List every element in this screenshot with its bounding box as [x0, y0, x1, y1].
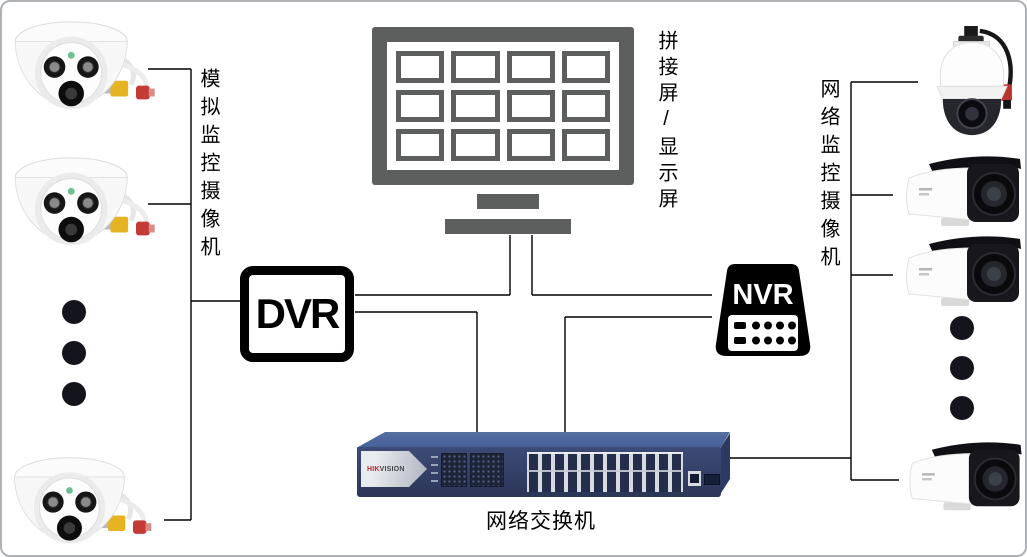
screen-tile [561, 129, 610, 161]
screen-tile [561, 90, 610, 122]
network-switch-label: 网络交换机 [486, 510, 596, 533]
screen-tile [506, 51, 555, 83]
analog-cameras-label: 模拟监控摄像机 [197, 68, 219, 264]
bullet-camera-icon [906, 236, 1021, 306]
switch-vent-grid [470, 453, 504, 487]
screen-tile [396, 51, 445, 83]
display-wall-label: 拼接屏/显示屏 [655, 30, 677, 214]
switch-led-labels [431, 456, 438, 484]
nvr-label: NVR [732, 279, 793, 311]
screen-tile [506, 129, 555, 161]
switch-side-face [721, 433, 730, 493]
ellipsis-dot [62, 300, 86, 324]
switch-vent-grid [441, 453, 467, 487]
ellipsis-dot [62, 382, 86, 406]
network-switch-icon: HIKVISION [355, 432, 733, 504]
rj45-port-block [527, 452, 683, 492]
nvr-icon: NVR [715, 264, 811, 356]
network-cameras-label: 网络监控摄像机 [817, 78, 839, 274]
screen-tile [396, 90, 445, 122]
bullet-camera-icon [906, 156, 1021, 226]
ellipsis-dot [950, 396, 974, 420]
uplink-port [688, 471, 701, 486]
monitor-stand-neck [477, 194, 539, 209]
analog-dome-camera-icon [14, 457, 152, 544]
analog-dome-camera-icon [14, 21, 155, 110]
screen-tile [451, 51, 500, 83]
dvr-label: DVR [255, 290, 341, 337]
switch-top-face [358, 432, 730, 447]
screen-tile [561, 51, 610, 83]
screen-tile [506, 90, 555, 122]
sfp-port [704, 474, 720, 485]
analog-dome-camera-icon [14, 157, 155, 246]
screen-tile [451, 129, 500, 161]
ellipsis-dot [950, 356, 974, 380]
more-cameras-ellipsis [950, 316, 974, 420]
ptz-speed-dome-camera-icon [936, 26, 1013, 136]
brand-text: HIKVISION [367, 466, 405, 473]
brand-hik: HIK [367, 465, 380, 473]
video-wall-icon [372, 27, 634, 185]
monitor-stand-base [445, 219, 571, 234]
screen-tile [396, 129, 445, 161]
ellipsis-dot [62, 341, 86, 365]
ellipsis-dot [950, 316, 974, 340]
brand-vision: VISION [379, 465, 405, 473]
more-cameras-ellipsis [62, 300, 86, 406]
dvr-icon: DVR [240, 266, 354, 362]
video-wall-screen [387, 42, 619, 170]
screen-tile [451, 90, 500, 122]
switch-front-face: HIKVISION [357, 447, 721, 497]
bullet-camera-icon [909, 442, 1022, 511]
switch-brand-badge: HIKVISION [361, 451, 427, 487]
